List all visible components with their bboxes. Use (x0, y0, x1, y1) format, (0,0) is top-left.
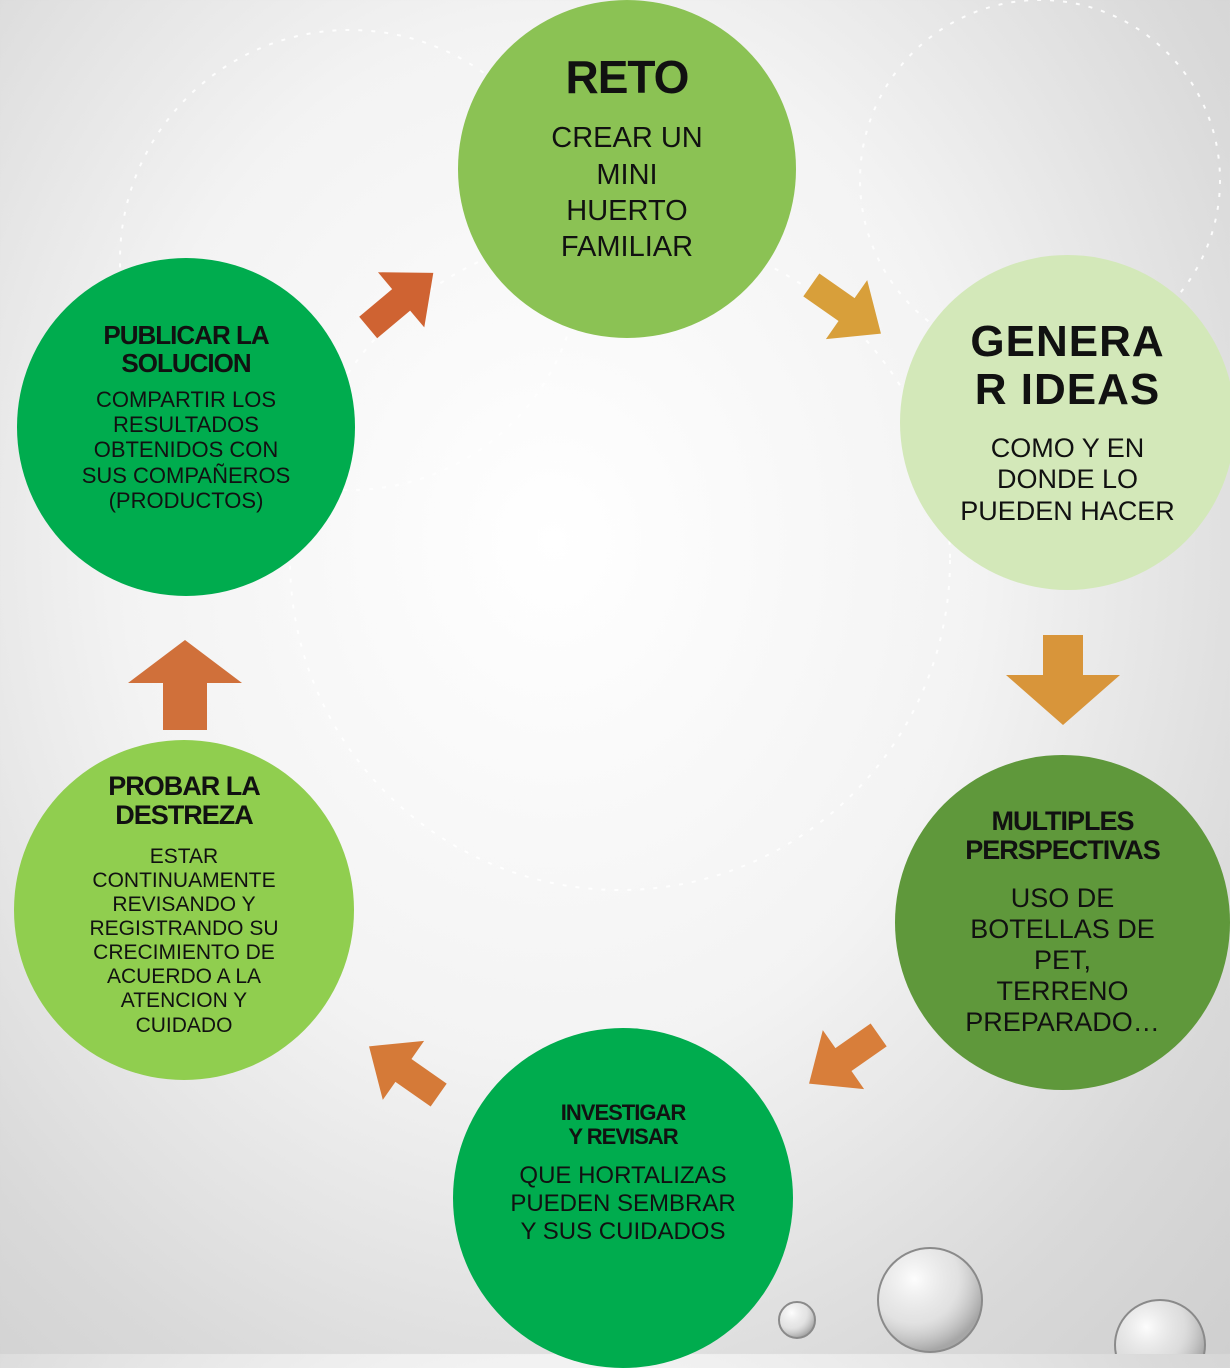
node-title: RETO (565, 50, 690, 103)
water-drop (1114, 1299, 1206, 1354)
node-body: USO DE BOTELLAS DE PET, TERRENO PREPARAD… (965, 883, 1160, 1038)
arrow-publicar-to-reto (359, 272, 434, 339)
node-title: PUBLICAR LA SOLUCION (103, 319, 269, 378)
node-probar: PROBAR LA DESTREZA ESTAR CONTINUAMENTE R… (14, 740, 354, 1080)
node-investigar: INVESTIGAR Y REVISAR QUE HORTALIZAS PUED… (453, 1028, 793, 1368)
node-body: ESTAR CONTINUAMENTE REVISANDO Y REGISTRA… (89, 844, 279, 1037)
arrow-shape (803, 273, 881, 340)
node-title: INVESTIGAR Y REVISAR (560, 1099, 686, 1149)
node-generar-ideas: GENERA R IDEAS COMO Y EN DONDE LO PUEDEN… (900, 255, 1230, 590)
node-body: QUE HORTALIZAS PUEDEN SEMBRAR Y SUS CUID… (510, 1162, 736, 1245)
node-body: COMO Y EN DONDE LO PUEDEN HACER (960, 433, 1175, 526)
node-title: GENERA R IDEAS (970, 317, 1165, 414)
arrow-investigar-to-probar (369, 1040, 447, 1107)
arrow-shape (1006, 635, 1120, 725)
node-reto: RETO CREAR UN MINI HUERTO FAMILIAR (458, 0, 796, 338)
node-publicar: PUBLICAR LA SOLUCION COMPARTIR LOS RESUL… (17, 258, 355, 596)
node-title: MULTIPLES PERSPECTIVAS (965, 805, 1161, 865)
arrow-generar-to-multiples (1006, 635, 1120, 725)
arrow-shape (128, 640, 242, 730)
arrow-shape (809, 1023, 887, 1090)
arrow-shape (369, 1040, 447, 1107)
arrow-probar-to-publicar (128, 640, 242, 730)
node-body: CREAR UN MINI HUERTO FAMILIAR (551, 122, 703, 264)
water-drop (877, 1247, 983, 1353)
arrow-shape (359, 272, 434, 339)
water-drop (778, 1301, 816, 1339)
node-multiples-perspectivas: MULTIPLES PERSPECTIVAS USO DE BOTELLAS D… (895, 755, 1230, 1090)
node-title: PROBAR LA DESTREZA (108, 771, 261, 831)
arrow-multiples-to-investigar (809, 1023, 887, 1090)
node-body: COMPARTIR LOS RESULTADOS OBTENIDOS CON S… (81, 386, 291, 514)
arrow-reto-to-generar (803, 273, 881, 340)
